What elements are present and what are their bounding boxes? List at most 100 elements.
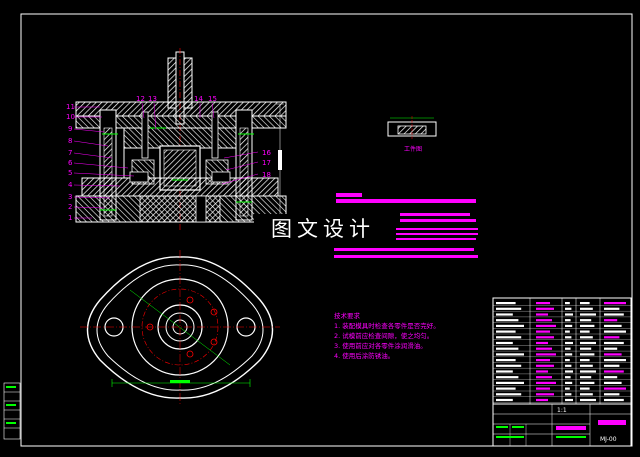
callout-17: 17	[262, 159, 271, 167]
parts-row-cell	[496, 398, 513, 402]
drawing-frame	[20, 13, 633, 447]
workpiece-detail	[387, 116, 437, 140]
parts-row-cell	[565, 364, 572, 367]
parts-row-cell	[496, 319, 519, 322]
parts-row-cell	[604, 341, 624, 345]
parts-row-cell	[496, 353, 524, 356]
parts-row-cell	[565, 324, 573, 327]
parts-row-cell	[565, 370, 573, 373]
parts-row-cell	[580, 359, 590, 362]
parts-row-cell	[496, 307, 522, 310]
parts-row-cell	[604, 387, 626, 390]
parts-row-cell	[604, 307, 620, 310]
parts-row-cell	[536, 347, 552, 350]
callout-11: 11	[66, 103, 75, 111]
parts-row-cell	[604, 398, 624, 402]
notes-heading: 技术要求	[334, 311, 361, 320]
parts-row-cell	[536, 370, 548, 373]
magenta-notes	[334, 193, 478, 258]
parts-row-cell	[604, 313, 624, 316]
callout-18: 18	[262, 171, 271, 179]
parts-row-cell	[536, 387, 550, 390]
parts-row-cell	[580, 398, 596, 402]
parts-row-cell	[496, 359, 516, 362]
parts-row-cell	[604, 302, 626, 305]
parts-row-cell	[580, 376, 592, 379]
parts-row-cell	[580, 330, 590, 333]
parts-row-cell	[565, 359, 570, 362]
callouts-right: 16 17 18	[262, 149, 271, 179]
parts-row-cell	[565, 387, 570, 390]
parts-row-cell	[580, 336, 593, 339]
callout-4: 4	[68, 181, 73, 189]
parts-row-cell	[536, 336, 554, 339]
parts-row-cell	[565, 313, 573, 316]
parts-row-cell	[536, 364, 554, 367]
callout-14: 14	[194, 95, 203, 103]
parts-row-cell	[496, 336, 522, 339]
parts-row-cell	[565, 319, 571, 322]
parts-row-cell	[565, 330, 570, 333]
technical-notes: 技术要求 1. 装配模具时检查各零件是否完好。 2. 试模前应检查间隙，使之均匀…	[334, 311, 440, 360]
parts-row-cell	[580, 307, 593, 310]
parts-row-cell	[604, 330, 626, 333]
parts-row-cell	[565, 381, 573, 384]
parts-row-cell	[565, 307, 572, 310]
title-block	[492, 403, 632, 447]
left-strip	[3, 382, 21, 440]
parts-row-cell	[536, 313, 548, 316]
parts-row-cell	[536, 393, 554, 396]
watermark-logo: 图文设计	[254, 214, 392, 244]
parts-row-cell	[496, 364, 522, 367]
callout-7: 7	[68, 149, 72, 157]
callout-15: 15	[208, 95, 217, 103]
callout-5: 5	[68, 169, 72, 177]
parts-row-cell	[604, 336, 620, 339]
parts-row-cell	[580, 353, 595, 356]
parts-list-rows	[493, 302, 631, 403]
parts-row-cell	[565, 302, 570, 305]
parts-row-cell	[565, 398, 573, 402]
notes-item-1: 1. 装配模具时检查各零件是否完好。	[334, 321, 440, 330]
parts-row-cell	[536, 353, 556, 356]
callout-2: 2	[68, 203, 72, 211]
parts-row-cell	[580, 324, 595, 327]
parts-row-cell	[604, 324, 622, 327]
parts-row-cell	[565, 393, 572, 396]
parts-row-cell	[496, 324, 524, 327]
drawing-number: MJ-00	[600, 436, 617, 443]
parts-row-cell	[565, 347, 571, 350]
parts-row-cell	[604, 393, 620, 396]
notes-item-3: 3. 使用前应对各零件涂润滑油。	[334, 341, 427, 350]
parts-row-cell	[604, 364, 620, 367]
parts-row-cell	[580, 370, 596, 373]
parts-row-cell	[580, 364, 593, 367]
notes-item-2: 2. 试模前应检查间隙，使之均匀。	[334, 331, 433, 340]
parts-row-cell	[496, 381, 524, 384]
callout-9: 9	[68, 125, 72, 133]
detail-caption: 工件图	[404, 145, 422, 153]
callout-10: 10	[66, 113, 75, 121]
parts-row-cell	[496, 341, 513, 345]
parts-row-cell	[536, 359, 550, 362]
parts-row-cell	[580, 381, 595, 384]
parts-row-cell	[565, 376, 571, 379]
parts-row-cell	[580, 387, 590, 390]
callouts-left: 11 10 9 8 7 6 5 4 3 2 1	[66, 103, 75, 222]
scale-label: 1:1	[557, 407, 567, 414]
callout-1: 1	[68, 214, 72, 222]
parts-row-cell	[496, 313, 513, 316]
parts-row-cell	[580, 302, 590, 305]
parts-row-cell	[565, 341, 573, 345]
parts-row-cell	[536, 307, 554, 310]
parts-row-cell	[496, 376, 519, 379]
parts-row-cell	[496, 370, 513, 373]
parts-row-cell	[536, 319, 552, 322]
parts-row-cell	[604, 381, 622, 384]
parts-row-cell	[536, 381, 556, 384]
callout-3: 3	[68, 193, 72, 201]
parts-row-cell	[496, 393, 522, 396]
parts-row-cell	[496, 387, 516, 390]
parts-row-cell	[604, 376, 618, 379]
